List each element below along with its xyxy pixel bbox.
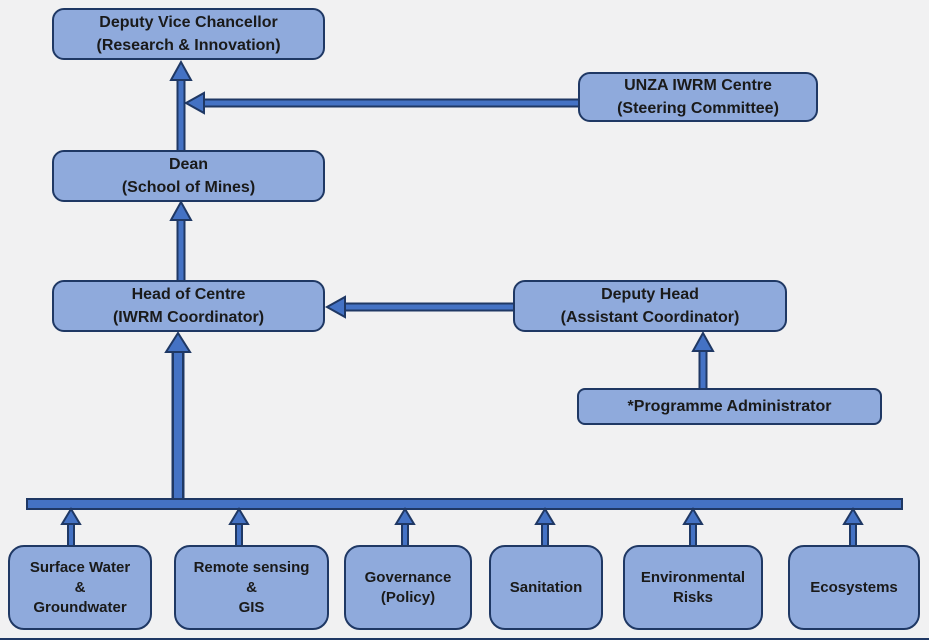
node-programme-administrator: *Programme Administrator <box>577 388 882 425</box>
node-label: (Policy) <box>380 588 436 606</box>
node-theme-environmental-risks: Environmental Risks <box>623 545 763 630</box>
node-sublabel: (IWRM Coordinator) <box>112 309 265 326</box>
node-label: Governance <box>364 568 452 586</box>
node-deputy-vice-chancellor: Deputy Vice Chancellor (Research & Innov… <box>52 8 325 60</box>
connector-theme-remote-sensing <box>228 507 250 546</box>
node-label: GIS <box>238 598 265 616</box>
node-sublabel: (Assistant Coordinator) <box>560 309 740 326</box>
node-label: Dean <box>168 156 209 173</box>
node-label: Groundwater <box>33 598 127 616</box>
node-theme-sanitation: Sanitation <box>489 545 603 630</box>
node-label: Deputy Vice Chancellor <box>99 14 278 31</box>
node-head-of-centre: Head of Centre (IWRM Coordinator) <box>52 280 325 332</box>
node-label: Risks <box>672 588 714 606</box>
node-sublabel: (Steering Committee) <box>617 100 779 117</box>
connector-admin-to-deputy <box>691 330 715 390</box>
node-label: Remote sensing <box>193 558 310 576</box>
node-label: Sanitation <box>509 578 583 596</box>
node-label: UNZA IWRM Centre <box>624 77 772 94</box>
node-sublabel: (School of Mines) <box>121 179 256 196</box>
connector-theme-ecosystems <box>842 507 864 546</box>
node-label: Deputy Head <box>601 286 699 303</box>
connector-dean-to-dvc <box>169 59 193 150</box>
connector-unza-to-trunk <box>183 91 580 115</box>
connector-theme-governance <box>394 507 416 546</box>
node-label: & <box>74 578 86 596</box>
connector-theme-surface-water <box>60 507 82 546</box>
node-theme-ecosystems: Ecosystems <box>788 545 920 630</box>
node-unza-iwrm-centre: UNZA IWRM Centre (Steering Committee) <box>578 72 818 122</box>
node-label: Surface Water <box>29 558 131 576</box>
connector-head-to-dean <box>169 199 193 282</box>
node-deputy-head: Deputy Head (Assistant Coordinator) <box>513 280 787 332</box>
connector-theme-environmental <box>682 507 704 546</box>
node-theme-surface-water-groundwater: Surface Water & Groundwater <box>8 545 152 630</box>
node-label: & <box>246 578 257 596</box>
connector-bar-to-head <box>164 331 192 505</box>
connector-deputy-to-head <box>324 295 515 319</box>
node-dean: Dean (School of Mines) <box>52 150 325 202</box>
node-label: Environmental <box>640 568 746 586</box>
node-label: Head of Centre <box>131 286 246 303</box>
node-theme-governance-policy: Governance (Policy) <box>344 545 472 630</box>
node-sublabel: (Research & Innovation) <box>96 37 281 54</box>
connector-theme-sanitation <box>534 507 556 546</box>
node-label: Ecosystems <box>810 578 898 596</box>
node-theme-remote-sensing-gis: Remote sensing & GIS <box>174 545 329 630</box>
node-label: *Programme Administrator <box>627 398 832 415</box>
distribution-bar <box>26 498 903 510</box>
